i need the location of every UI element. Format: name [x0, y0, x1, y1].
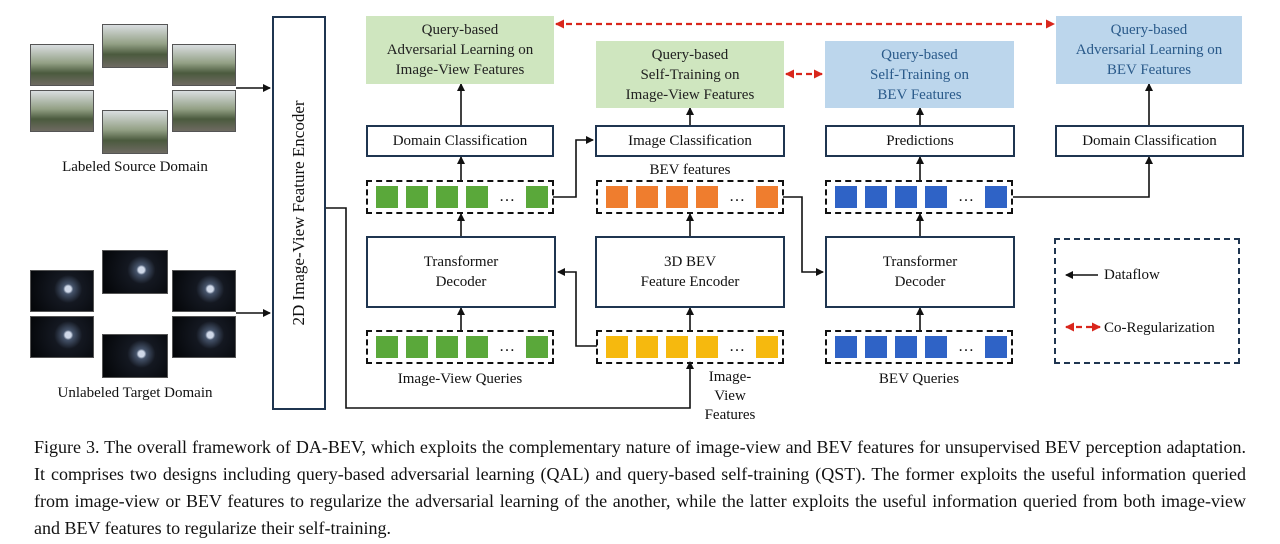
- feature-token: [666, 336, 688, 358]
- target-image-2: [102, 250, 168, 294]
- feature-token: [606, 186, 628, 208]
- feature-token: [436, 186, 458, 208]
- query-token: [865, 336, 887, 358]
- target-image-5: [102, 334, 168, 378]
- figure-caption: Figure 3. The overall framework of DA-BE…: [34, 437, 1246, 538]
- query-token: [466, 336, 488, 358]
- query-token: [925, 336, 947, 358]
- feature-token: [985, 186, 1007, 208]
- legend-dataflow-label: Dataflow: [1104, 267, 1160, 283]
- feature-token: [835, 186, 857, 208]
- source-image-1: [30, 44, 94, 86]
- feature-token: [696, 336, 718, 358]
- feature-token: [606, 336, 628, 358]
- feature-token: [865, 186, 887, 208]
- feature-token: [466, 186, 488, 208]
- feature-token: [925, 186, 947, 208]
- feature-token: [895, 186, 917, 208]
- framework-diagram: Labeled Source Domain Unlabeled Target D…: [30, 16, 1244, 423]
- ellipsis: …: [729, 338, 745, 355]
- encoder-label: 2D Image-View Feature Encoder: [289, 100, 308, 326]
- ellipsis: …: [499, 338, 515, 355]
- ellipsis: …: [958, 338, 974, 355]
- labeled-source-domain-label: Labeled Source Domain: [62, 159, 208, 175]
- ellipsis: …: [499, 188, 515, 205]
- bev-queries-sequence: …: [825, 330, 1013, 364]
- qal-bev-head: Query-based Adversarial Learning on BEV …: [1056, 16, 1242, 84]
- target-image-6: [172, 316, 236, 358]
- feature-token: [756, 336, 778, 358]
- source-image-2: [102, 24, 168, 68]
- domain-classification-block-2: Domain Classification: [1055, 125, 1244, 157]
- source-image-6: [172, 90, 236, 132]
- qal-image-view-head: Query-based Adversarial Learning on Imag…: [366, 16, 554, 84]
- image-view-features-label: Image-View Features: [704, 369, 756, 423]
- ellipsis: …: [729, 188, 745, 205]
- bev-query-outputs: …: [825, 180, 1013, 214]
- image-view-features-sequence: …: [596, 330, 784, 364]
- feature-token: [406, 186, 428, 208]
- image-view-query-outputs: …: [366, 180, 554, 214]
- domain-classification-block-1: Domain Classification: [366, 125, 554, 157]
- query-token: [376, 336, 398, 358]
- query-token: [895, 336, 917, 358]
- image-classification-block: Image Classification: [595, 125, 785, 157]
- source-image-4: [30, 90, 94, 132]
- bev-queries-label: BEV Queries: [878, 371, 960, 387]
- bev-feature-encoder: 3D BEV Feature Encoder: [595, 236, 785, 308]
- image-view-queries-sequence: …: [366, 330, 554, 364]
- predictions-block: Predictions: [825, 125, 1015, 157]
- source-image-3: [172, 44, 236, 86]
- feature-token: [376, 186, 398, 208]
- target-image-3: [172, 270, 236, 312]
- feature-token: [636, 186, 658, 208]
- bev-features-sequence: …: [596, 180, 784, 214]
- unlabeled-target-domain-label: Unlabeled Target Domain: [57, 385, 213, 401]
- bev-features-label: BEV features: [649, 162, 731, 178]
- qst-bev-head: Query-based Self-Training on BEV Feature…: [825, 41, 1014, 108]
- image-view-queries-label: Image-View Queries: [397, 371, 523, 387]
- legend: Dataflow Co-Regularization: [1054, 238, 1240, 364]
- feature-token: [696, 186, 718, 208]
- query-token: [406, 336, 428, 358]
- source-image-5: [102, 110, 168, 154]
- feature-token: [756, 186, 778, 208]
- feature-token: [666, 186, 688, 208]
- query-token: [835, 336, 857, 358]
- dataflow-arrows: [236, 19, 1153, 409]
- transformer-decoder-1: Transformer Decoder: [366, 236, 556, 308]
- qst-image-view-head: Query-based Self-Training on Image-View …: [596, 41, 784, 108]
- ellipsis: …: [958, 188, 974, 205]
- query-token: [526, 336, 548, 358]
- image-view-feature-encoder: 2D Image-View Feature Encoder: [272, 16, 326, 410]
- target-image-1: [30, 270, 94, 312]
- transformer-decoder-2: Transformer Decoder: [825, 236, 1015, 308]
- query-token: [985, 336, 1007, 358]
- target-image-4: [30, 316, 94, 358]
- feature-token: [636, 336, 658, 358]
- feature-token: [526, 186, 548, 208]
- legend-coregularization-label: Co-Regularization: [1104, 320, 1215, 336]
- query-token: [436, 336, 458, 358]
